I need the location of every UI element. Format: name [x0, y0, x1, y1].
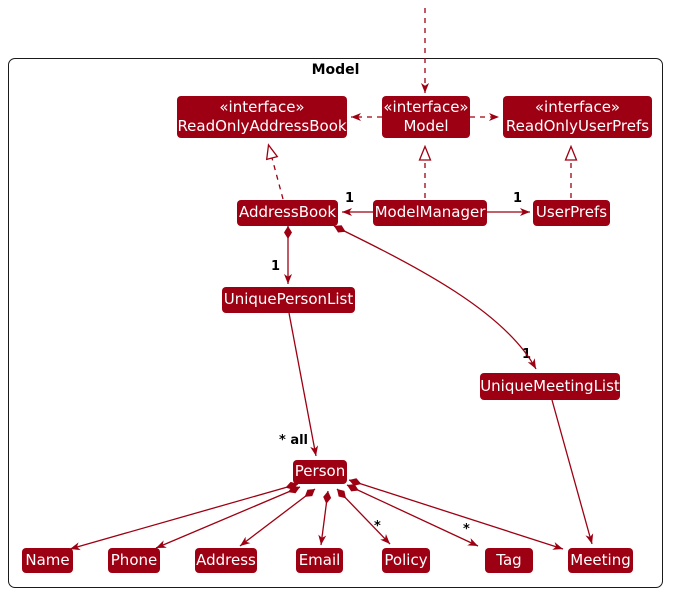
stereotype-label: «interface» — [219, 97, 305, 116]
multiplicity-label: 1 — [522, 347, 532, 362]
class-model-interface: «interface» Model — [382, 96, 470, 138]
multiplicity-label: 1 — [271, 259, 281, 274]
stereotype-label: «interface» — [383, 97, 469, 116]
class-address: Address — [195, 548, 257, 573]
class-label: Phone — [110, 550, 158, 569]
class-name: Name — [22, 548, 73, 573]
multiplicity-label: 1 — [513, 191, 523, 206]
class-label: UniquePersonList — [223, 290, 354, 309]
class-label: AddressBook — [238, 203, 337, 222]
frame-title: Model — [311, 62, 360, 78]
class-phone: Phone — [108, 548, 160, 573]
stereotype-label: «interface» — [534, 97, 621, 116]
multiplicity-label: * all — [279, 433, 309, 448]
class-label: UniqueMeetingList — [480, 376, 620, 395]
class-label: Policy — [384, 550, 428, 569]
class-meeting: Meeting — [568, 548, 633, 573]
class-tag: Tag — [485, 548, 533, 573]
class-uniquepersonlist: UniquePersonList — [222, 287, 355, 313]
class-modelmanager: ModelManager — [373, 200, 487, 226]
class-label: Meeting — [570, 550, 631, 569]
class-label: Name — [25, 550, 70, 569]
class-label: Email — [298, 550, 341, 569]
class-label: Tag — [496, 550, 522, 569]
class-label: Person — [294, 462, 346, 481]
class-addressbook: AddressBook — [237, 200, 338, 226]
multiplicity-label: * — [463, 522, 470, 537]
class-label: UserPrefs — [535, 203, 608, 222]
class-person: Person — [293, 460, 347, 484]
class-readonlyaddressbook: «interface» ReadOnlyAddressBook — [177, 96, 347, 138]
class-readonlyuserprefs: «interface» ReadOnlyUserPrefs — [503, 96, 652, 138]
class-email: Email — [296, 548, 343, 573]
class-policy: Policy — [382, 548, 430, 573]
class-label: Address — [196, 550, 256, 569]
class-label: Model — [403, 117, 449, 135]
class-userprefs: UserPrefs — [533, 200, 610, 226]
class-label: ReadOnlyAddressBook — [177, 117, 347, 135]
multiplicity-label: 1 — [345, 191, 355, 206]
class-uniquemeetinglist: UniqueMeetingList — [480, 373, 620, 400]
class-label: ReadOnlyUserPrefs — [505, 117, 650, 135]
class-label: ModelManager — [374, 203, 486, 222]
multiplicity-label: * — [374, 519, 381, 534]
